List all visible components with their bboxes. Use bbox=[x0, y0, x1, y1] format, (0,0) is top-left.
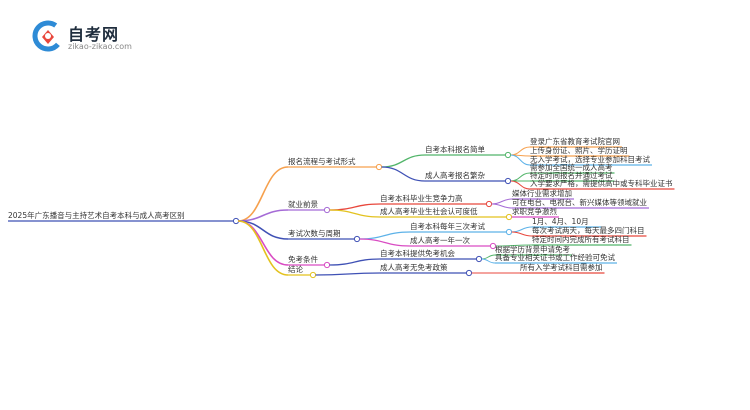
leaf-label: 登录广东省教育考试院官网 bbox=[530, 136, 620, 146]
sub-branch-connector bbox=[329, 209, 381, 218]
sub-branch-knob bbox=[475, 255, 483, 263]
leaf-connector bbox=[510, 172, 531, 182]
leaf-label: 所有入学考试科目需参加 bbox=[520, 262, 603, 272]
sub-branch-label: 自考本科报名简单 bbox=[425, 144, 485, 154]
leaf-connector bbox=[510, 154, 531, 166]
sub-branch-knob bbox=[465, 269, 473, 277]
branch-knob bbox=[323, 206, 331, 214]
sub-branch-connector bbox=[329, 203, 381, 211]
leaf-label: 特定时间报名并通过考试 bbox=[530, 170, 613, 180]
branch-knob bbox=[375, 163, 383, 171]
leaf-connector bbox=[510, 146, 531, 156]
leaf-label: 具备专业相关证书或工作经验可免试 bbox=[495, 252, 615, 262]
site-logo[interactable]: 自考网 zikao-zikao.com bbox=[32, 20, 142, 56]
leaf-label: 特定时间内完成所有考试科目 bbox=[532, 234, 630, 244]
branch-label: 报名流程与考试形式 bbox=[288, 156, 356, 166]
sub-branch-label: 自考本科毕业生竞争力高 bbox=[380, 193, 463, 203]
leaf-connector bbox=[495, 244, 533, 247]
sub-branch-label: 自考本科每年三次考试 bbox=[410, 221, 485, 231]
mindmap-root: 2025年广东播音与主持艺术自考本科与成人高考区别 bbox=[8, 210, 185, 220]
branch-label: 免考条件 bbox=[288, 254, 318, 264]
leaf-label: 需参加全国统一成人高考 bbox=[530, 162, 613, 172]
leaf-label: 1月、4月、10月 bbox=[532, 217, 589, 226]
leaf-connector bbox=[511, 231, 533, 237]
sub-branch-connector bbox=[329, 258, 381, 266]
sub-branch-connector bbox=[359, 238, 411, 247]
leaf-label: 媒体行业需求增加 bbox=[512, 188, 572, 198]
leaf-connector bbox=[491, 198, 513, 205]
leaf-label: 根据学历背景申请免考 bbox=[495, 244, 570, 254]
sub-branch-knob bbox=[485, 200, 493, 208]
sub-branch-knob bbox=[504, 151, 512, 159]
sub-branch-knob bbox=[505, 213, 513, 221]
leaf-connector bbox=[491, 203, 513, 209]
site-url: zikao-zikao.com bbox=[68, 42, 132, 51]
sub-branch-label: 成人高考无免考政策 bbox=[380, 262, 448, 272]
mindmap-root-knob bbox=[232, 217, 240, 225]
leaf-connector bbox=[481, 258, 496, 264]
branch-knob bbox=[353, 235, 361, 243]
branch-connector bbox=[237, 166, 289, 222]
leaf-label: 入学要求严格，需提供高中或专科毕业证书 bbox=[530, 178, 673, 188]
branch-knob bbox=[323, 261, 331, 269]
leaf-label: 求职竞争激烈 bbox=[512, 206, 557, 216]
branch-knob bbox=[309, 271, 317, 279]
sub-branch-label: 自考本科提供免考机会 bbox=[380, 248, 455, 258]
sub-branch-connector bbox=[359, 231, 411, 240]
leaf-label: 每次考试两天，每天最多四门科目 bbox=[532, 225, 645, 235]
sub-branch-connector bbox=[381, 166, 426, 182]
branch-label: 考试次数与周期 bbox=[288, 228, 341, 238]
sub-branch-knob bbox=[505, 228, 513, 236]
sub-branch-label: 成人高考毕业生社会认可度低 bbox=[380, 206, 478, 216]
branch-connector bbox=[237, 220, 289, 276]
zikao-logo-icon bbox=[32, 20, 64, 52]
leaf-connector bbox=[510, 180, 531, 190]
branch-connector bbox=[237, 220, 289, 266]
sub-branch-connector bbox=[315, 272, 381, 276]
leaf-connector bbox=[481, 254, 496, 260]
sub-branch-connector bbox=[381, 154, 426, 168]
leaf-connector bbox=[511, 226, 533, 233]
sub-branch-label: 成人高考一年一次 bbox=[410, 235, 470, 245]
branch-label: 结论 bbox=[288, 264, 303, 274]
leaf-label: 无入学考试，选择专业参加科目考试 bbox=[530, 154, 650, 164]
sub-branch-knob bbox=[504, 177, 512, 185]
site-name: 自考网 bbox=[68, 25, 120, 44]
sub-branch-label: 成人高考报名繁杂 bbox=[425, 170, 485, 180]
leaf-label: 上传身份证、照片、学历证明 bbox=[530, 145, 628, 155]
branch-label: 就业前景 bbox=[288, 199, 318, 209]
leaf-label: 可在电台、电视台、新兴媒体等领域就业 bbox=[512, 197, 647, 207]
